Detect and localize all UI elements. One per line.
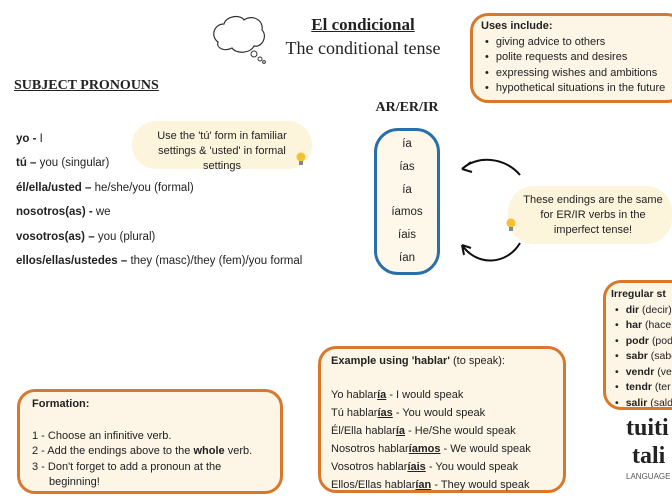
pronoun-row: vosotros(as) – you (plural) [16, 231, 156, 243]
uses-item: hypothetical situations in the future [481, 81, 672, 97]
irregular-item: sabr (sabe [611, 349, 672, 365]
arrows-icon [461, 158, 521, 262]
ending: ía [402, 184, 412, 196]
example-row: Nosotros hablaríamos - We would speak [331, 443, 531, 455]
logo-line2: tali [632, 443, 666, 469]
formation-box: Formation: 1 - Choose an infinitive verb… [17, 389, 283, 494]
example-box: Example using 'hablar' (to speak): Yo ha… [318, 346, 566, 493]
thought-cloud-icon [213, 15, 266, 64]
ending: íais [398, 229, 416, 241]
irregular-item: podr (pod [611, 334, 672, 350]
lightbulb-icon [296, 152, 306, 165]
example-row: Ellos/Ellas hablarían - They would speak [331, 479, 530, 491]
formation-step: 1 - Choose an infinitive verb. [32, 429, 172, 442]
example-heading: Example using 'hablar' (to speak): [331, 355, 505, 367]
pronoun-row: ellos/ellas/ustedes – they (masc)/they (… [16, 255, 303, 267]
uses-box: Uses include: giving advice to others po… [470, 13, 672, 103]
tip-imperfect-text: These endings are the same for ER/IR ver… [523, 194, 663, 236]
pronouns-heading: SUBJECT PRONOUNS [14, 78, 159, 93]
page-title: El condicional [311, 15, 415, 34]
uses-item: expressing wishes and ambitions [481, 66, 672, 82]
example-row: Yo hablaría - I would speak [331, 389, 464, 401]
endings-heading: AR/ER/IR [375, 100, 439, 115]
pronoun-row: tú – you (singular) [16, 157, 110, 169]
ending: ía [402, 138, 412, 150]
tip-imperfect-bubble: These endings are the same for ER/IR ver… [508, 186, 672, 244]
tip-tu-text: Use the 'tú' form in familiar settings &… [157, 130, 287, 172]
page-subtitle: The conditional tense [285, 38, 441, 58]
pronoun-row: yo - I [16, 133, 43, 145]
irregular-stems-box: Irregular st dir (decir) har (hacer podr… [603, 280, 672, 410]
example-row: Vosotros hablaríais - You would speak [331, 461, 519, 473]
ending: íamos [391, 206, 423, 218]
ending: ían [399, 252, 415, 264]
irregular-heading: Irregular st [611, 288, 666, 300]
irregular-item: vendr (ve [611, 365, 672, 381]
formation-step: 3 - Don't forget to add a pronoun at the… [32, 460, 222, 489]
lightbulb-icon [506, 218, 516, 231]
irregular-item: tendr (ter [611, 380, 672, 396]
tip-tu-bubble: Use the 'tú' form in familiar settings &… [132, 121, 312, 172]
pronoun-row: nosotros(as) - we [16, 206, 111, 218]
pronoun-row: él/ella/usted – he/she/you (formal) [16, 182, 194, 194]
endings-box: ía ías ía íamos íais ían [374, 128, 440, 275]
irregular-item: har (hacer [611, 318, 672, 334]
example-row: Él/Ella hablaría - He/She would speak [331, 425, 516, 437]
logo: tuiti tali LANGUAGE LE [626, 414, 672, 482]
logo-tagline: LANGUAGE LE [626, 472, 672, 481]
formation-step: 2 - Add the endings above to the whole v… [32, 445, 253, 457]
uses-item: polite requests and desires [481, 50, 672, 66]
uses-heading: Uses include: [481, 20, 553, 32]
logo-line1: tuiti [626, 415, 669, 441]
irregular-item: dir (decir) [611, 303, 672, 319]
irregular-item: salir (saldr [611, 396, 672, 408]
formation-heading: Formation: [32, 398, 90, 410]
ending: ías [399, 161, 415, 173]
example-row: Tú hablarías - You would speak [331, 407, 486, 419]
uses-item: giving advice to others [481, 35, 672, 51]
